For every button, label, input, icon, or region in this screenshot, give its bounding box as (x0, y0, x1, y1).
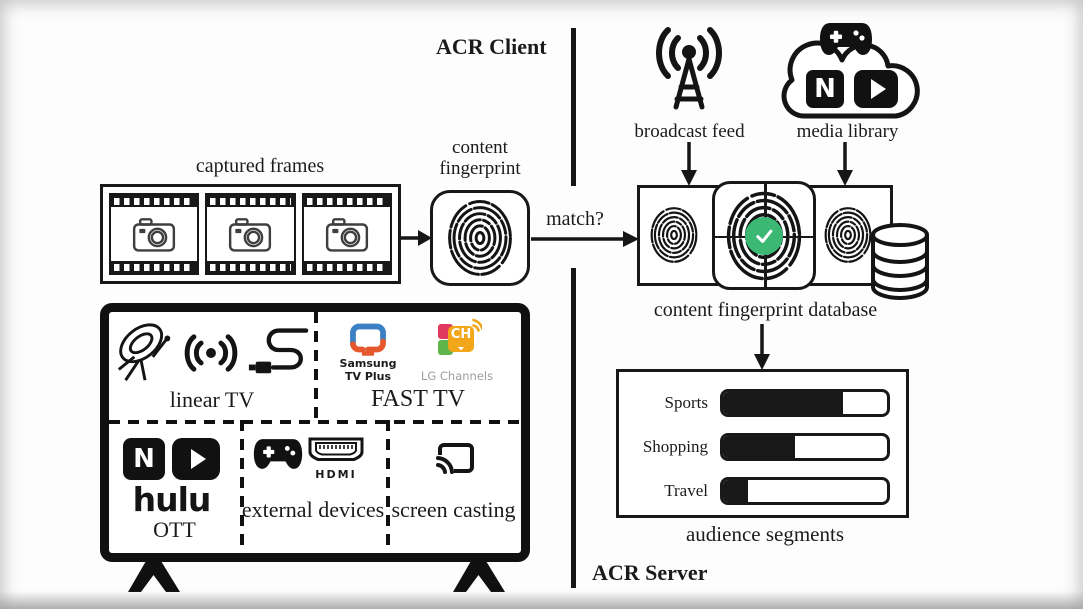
segment-label: Shopping (642, 437, 708, 456)
youtube-icon (854, 70, 898, 108)
hulu-wordmark: hulu (132, 480, 212, 519)
film-frame (109, 193, 200, 275)
tv-leg-right (453, 561, 505, 592)
film-sprocket-strip (303, 195, 390, 207)
tv-grid-line (240, 420, 244, 553)
segment-bar-fill (723, 480, 748, 502)
client-server-divider-bottom (571, 268, 576, 588)
audience-segments-box: Sports Shopping Travel (616, 369, 909, 518)
audience-row: Travel (619, 477, 906, 505)
bottom-shade (0, 591, 1083, 609)
audience-row: Sports (619, 389, 906, 417)
lg-ch-badge: CH (450, 326, 472, 342)
youtube-icon (172, 438, 220, 480)
acr-client-title: ACR Client (436, 34, 547, 59)
film-sprocket-strip (207, 195, 294, 207)
fingerprint-icon (448, 200, 512, 276)
play-triangle (190, 449, 206, 469)
hdmi-wordmark: HDMI (315, 468, 357, 481)
netflix-icon: N (123, 438, 165, 480)
lg-channels-wordmark: LG Channels (420, 369, 494, 383)
tv-grid-line (109, 420, 521, 424)
screen-cast-icon (436, 443, 474, 474)
film-sprocket-strip (207, 261, 294, 273)
film-sprocket-strip (111, 261, 198, 273)
external-devices-label: external devices (241, 497, 385, 522)
fast-tv-label: FAST TV (370, 386, 466, 412)
content-fingerprint-label: content fingerprint (439, 137, 521, 180)
audience-segments-label: audience segments (685, 522, 845, 546)
match-check-icon (745, 216, 783, 255)
match-arrow (531, 231, 639, 247)
samsung-tv-plus-icon (350, 323, 386, 356)
segment-bar-fill (723, 392, 843, 414)
film-sprocket-strip (303, 261, 390, 273)
ott-label: OTT (153, 517, 196, 542)
camera-icon (229, 218, 272, 252)
media-to-db-arrow (837, 142, 853, 186)
screen-casting-label: screen casting (391, 497, 516, 522)
netflix-icon: N (806, 70, 844, 108)
broadcast-to-db-arrow (681, 142, 697, 186)
linear-tv-label: linear TV (169, 387, 255, 412)
captured-frames-box (100, 184, 401, 284)
film-frame (301, 193, 392, 275)
media-library-cloud: N (770, 18, 920, 124)
camera-icon (325, 218, 368, 252)
fingerprint-icon (824, 207, 872, 263)
segment-bar (720, 433, 890, 461)
film-sprocket-strip (111, 195, 198, 207)
media-library-label: media library (796, 121, 899, 142)
segment-label: Travel (664, 481, 708, 500)
segment-bar-fill (723, 436, 796, 458)
broadcast-signal-icon (184, 334, 238, 372)
matched-fingerprint-cell (712, 181, 816, 290)
db-to-audience-arrow (754, 324, 770, 370)
segment-label: Sports (664, 393, 708, 412)
segment-bar (720, 389, 890, 417)
tv-grid-line (314, 312, 318, 420)
broadcast-feed-label: broadcast feed (634, 121, 745, 142)
fingerprint-icon (650, 207, 698, 263)
film-frame (205, 193, 296, 275)
broadcast-antenna-icon (656, 27, 722, 110)
satellite-dish-icon (117, 323, 171, 381)
hdmi-icon: HDMI (307, 436, 365, 482)
game-controller-icon (253, 439, 303, 469)
acr-server-title: ACR Server (592, 560, 708, 585)
client-server-divider-top (571, 28, 576, 186)
game-controller-icon (820, 23, 872, 55)
database-cylinder-icon (871, 223, 929, 300)
fingerprint-database-label: content fingerprint database (653, 299, 878, 321)
lg-channels-icon: CH (432, 316, 484, 362)
frames-to-fingerprint-arrow (400, 230, 432, 246)
match-label: match? (546, 208, 604, 230)
tv-leg-left (128, 561, 180, 592)
camera-icon (133, 218, 176, 252)
captured-frames-label: captured frames (195, 155, 325, 177)
segment-bar (720, 477, 890, 505)
play-triangle (870, 79, 886, 99)
audience-row: Shopping (619, 433, 906, 461)
content-fingerprint-box (430, 190, 530, 286)
tv-grid-line (386, 420, 390, 553)
coax-cable-icon (248, 328, 309, 374)
